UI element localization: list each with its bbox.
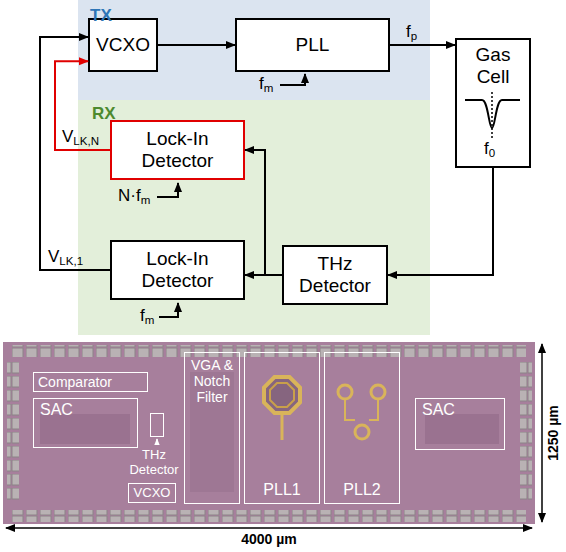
node-text: VCXO xyxy=(134,486,171,501)
signal-arrow xyxy=(390,44,455,46)
absorption-dip xyxy=(465,100,520,128)
pad-column xyxy=(520,362,532,502)
subscript: 0 xyxy=(489,147,495,159)
node-text: RX xyxy=(92,104,116,124)
symbol: V xyxy=(48,247,59,266)
chip-block: Comparator xyxy=(33,372,148,392)
node-text: Lock-In Detector xyxy=(116,248,239,292)
pad-column xyxy=(7,362,19,502)
dimension-label: 1250 µm xyxy=(545,405,561,461)
sac-array xyxy=(425,414,499,444)
signal-name: f0 xyxy=(484,139,495,158)
signal-name: VLK,1 xyxy=(48,247,83,266)
oscillator-box: VCXO xyxy=(88,18,158,72)
pad-row xyxy=(12,345,526,357)
label-holder: 4000 µm xyxy=(241,531,297,547)
die xyxy=(3,342,535,524)
symbol: N·f xyxy=(118,186,141,205)
signal-arrow xyxy=(388,168,493,275)
node-text: Gas Cell xyxy=(459,44,527,88)
node-text: THz Detector xyxy=(126,448,182,478)
chip-block: VCXO xyxy=(128,483,176,503)
pointer-arrow xyxy=(156,439,158,445)
inductor xyxy=(338,385,352,399)
node-text: PLL1 xyxy=(263,481,300,499)
tx-band: TX VCXO PLL xyxy=(78,0,430,100)
chip-block: PLL2 xyxy=(324,352,400,504)
node-text: SAC xyxy=(40,401,73,419)
chip-block: SAC xyxy=(415,398,505,450)
lock-in-box: Lock-In Detector xyxy=(110,240,245,300)
rx-band: RXLock-In DetectorLock-In DetectorTHz De… xyxy=(78,100,430,335)
label-holder: f0 xyxy=(484,139,495,159)
signal-arrow xyxy=(245,274,282,276)
subscript: m xyxy=(264,82,274,94)
node-text: TX xyxy=(90,6,112,26)
inductor xyxy=(264,377,300,413)
node-text: PLL xyxy=(296,34,330,56)
pll-box: PLL xyxy=(235,18,390,72)
signal-arrow xyxy=(158,44,235,46)
edge-label-holder: fp xyxy=(406,22,417,42)
chip-block: PLL1 xyxy=(244,352,320,504)
node-text: PLL2 xyxy=(343,481,380,499)
subscript: p xyxy=(411,30,417,42)
signal-name: fm xyxy=(140,306,154,325)
signal-arrow xyxy=(40,37,110,270)
node-text: VGA & Notch Filter xyxy=(187,357,237,405)
input-arrow xyxy=(157,183,178,197)
sac-array xyxy=(40,414,130,444)
frequency-marker xyxy=(491,92,493,138)
dimension-arrow xyxy=(541,344,543,522)
subscript: LK,N xyxy=(73,135,99,147)
label-holder: fm xyxy=(259,74,273,94)
node-text: Comparator xyxy=(38,374,112,390)
label-holder: 1250 µm xyxy=(545,405,561,461)
subscript: m xyxy=(141,194,151,206)
trace xyxy=(345,399,378,420)
lock-in-box: Lock-In Detector xyxy=(110,120,245,180)
symbol: f xyxy=(140,306,145,325)
subscript: LK,1 xyxy=(59,255,83,267)
signal-name: N·fm xyxy=(118,186,150,205)
dimension-arrow xyxy=(6,527,532,529)
label-holder: fm xyxy=(140,306,154,326)
inductor xyxy=(355,425,369,439)
trace xyxy=(281,413,284,440)
pad-row xyxy=(12,510,526,522)
node-text: Lock-In Detector xyxy=(116,128,239,172)
symbol: V xyxy=(62,127,73,146)
symbol: f xyxy=(406,22,411,41)
node-text: SAC xyxy=(422,401,455,419)
input-arrow xyxy=(280,74,305,85)
signal-arrow xyxy=(55,61,110,150)
label-holder: N·fm xyxy=(118,186,150,206)
chip-block: THz Detector xyxy=(150,413,164,437)
edge-label-holder: VLK,N xyxy=(62,127,99,147)
node-text: THz Detector xyxy=(288,253,382,297)
subscript: m xyxy=(145,314,155,326)
node-text: VCXO xyxy=(96,34,150,56)
signal-name: fp xyxy=(406,22,417,41)
chip-block: VGA & Notch Filter xyxy=(184,352,240,504)
chip-block: SAC xyxy=(33,398,138,448)
dimension-label: 4000 µm xyxy=(241,531,297,547)
signal-arrow xyxy=(245,150,282,275)
signal-name: VLK,N xyxy=(62,127,99,146)
symbol: f xyxy=(259,74,264,93)
edge-label-holder: VLK,1 xyxy=(48,247,83,267)
detector-box: THz Detector xyxy=(282,245,388,305)
signal-name: fm xyxy=(259,74,273,93)
text-holder: THz Detector xyxy=(126,448,182,478)
inductor xyxy=(371,385,385,399)
symbol: f xyxy=(484,139,489,158)
input-arrow xyxy=(159,303,178,317)
inductor xyxy=(270,383,294,407)
